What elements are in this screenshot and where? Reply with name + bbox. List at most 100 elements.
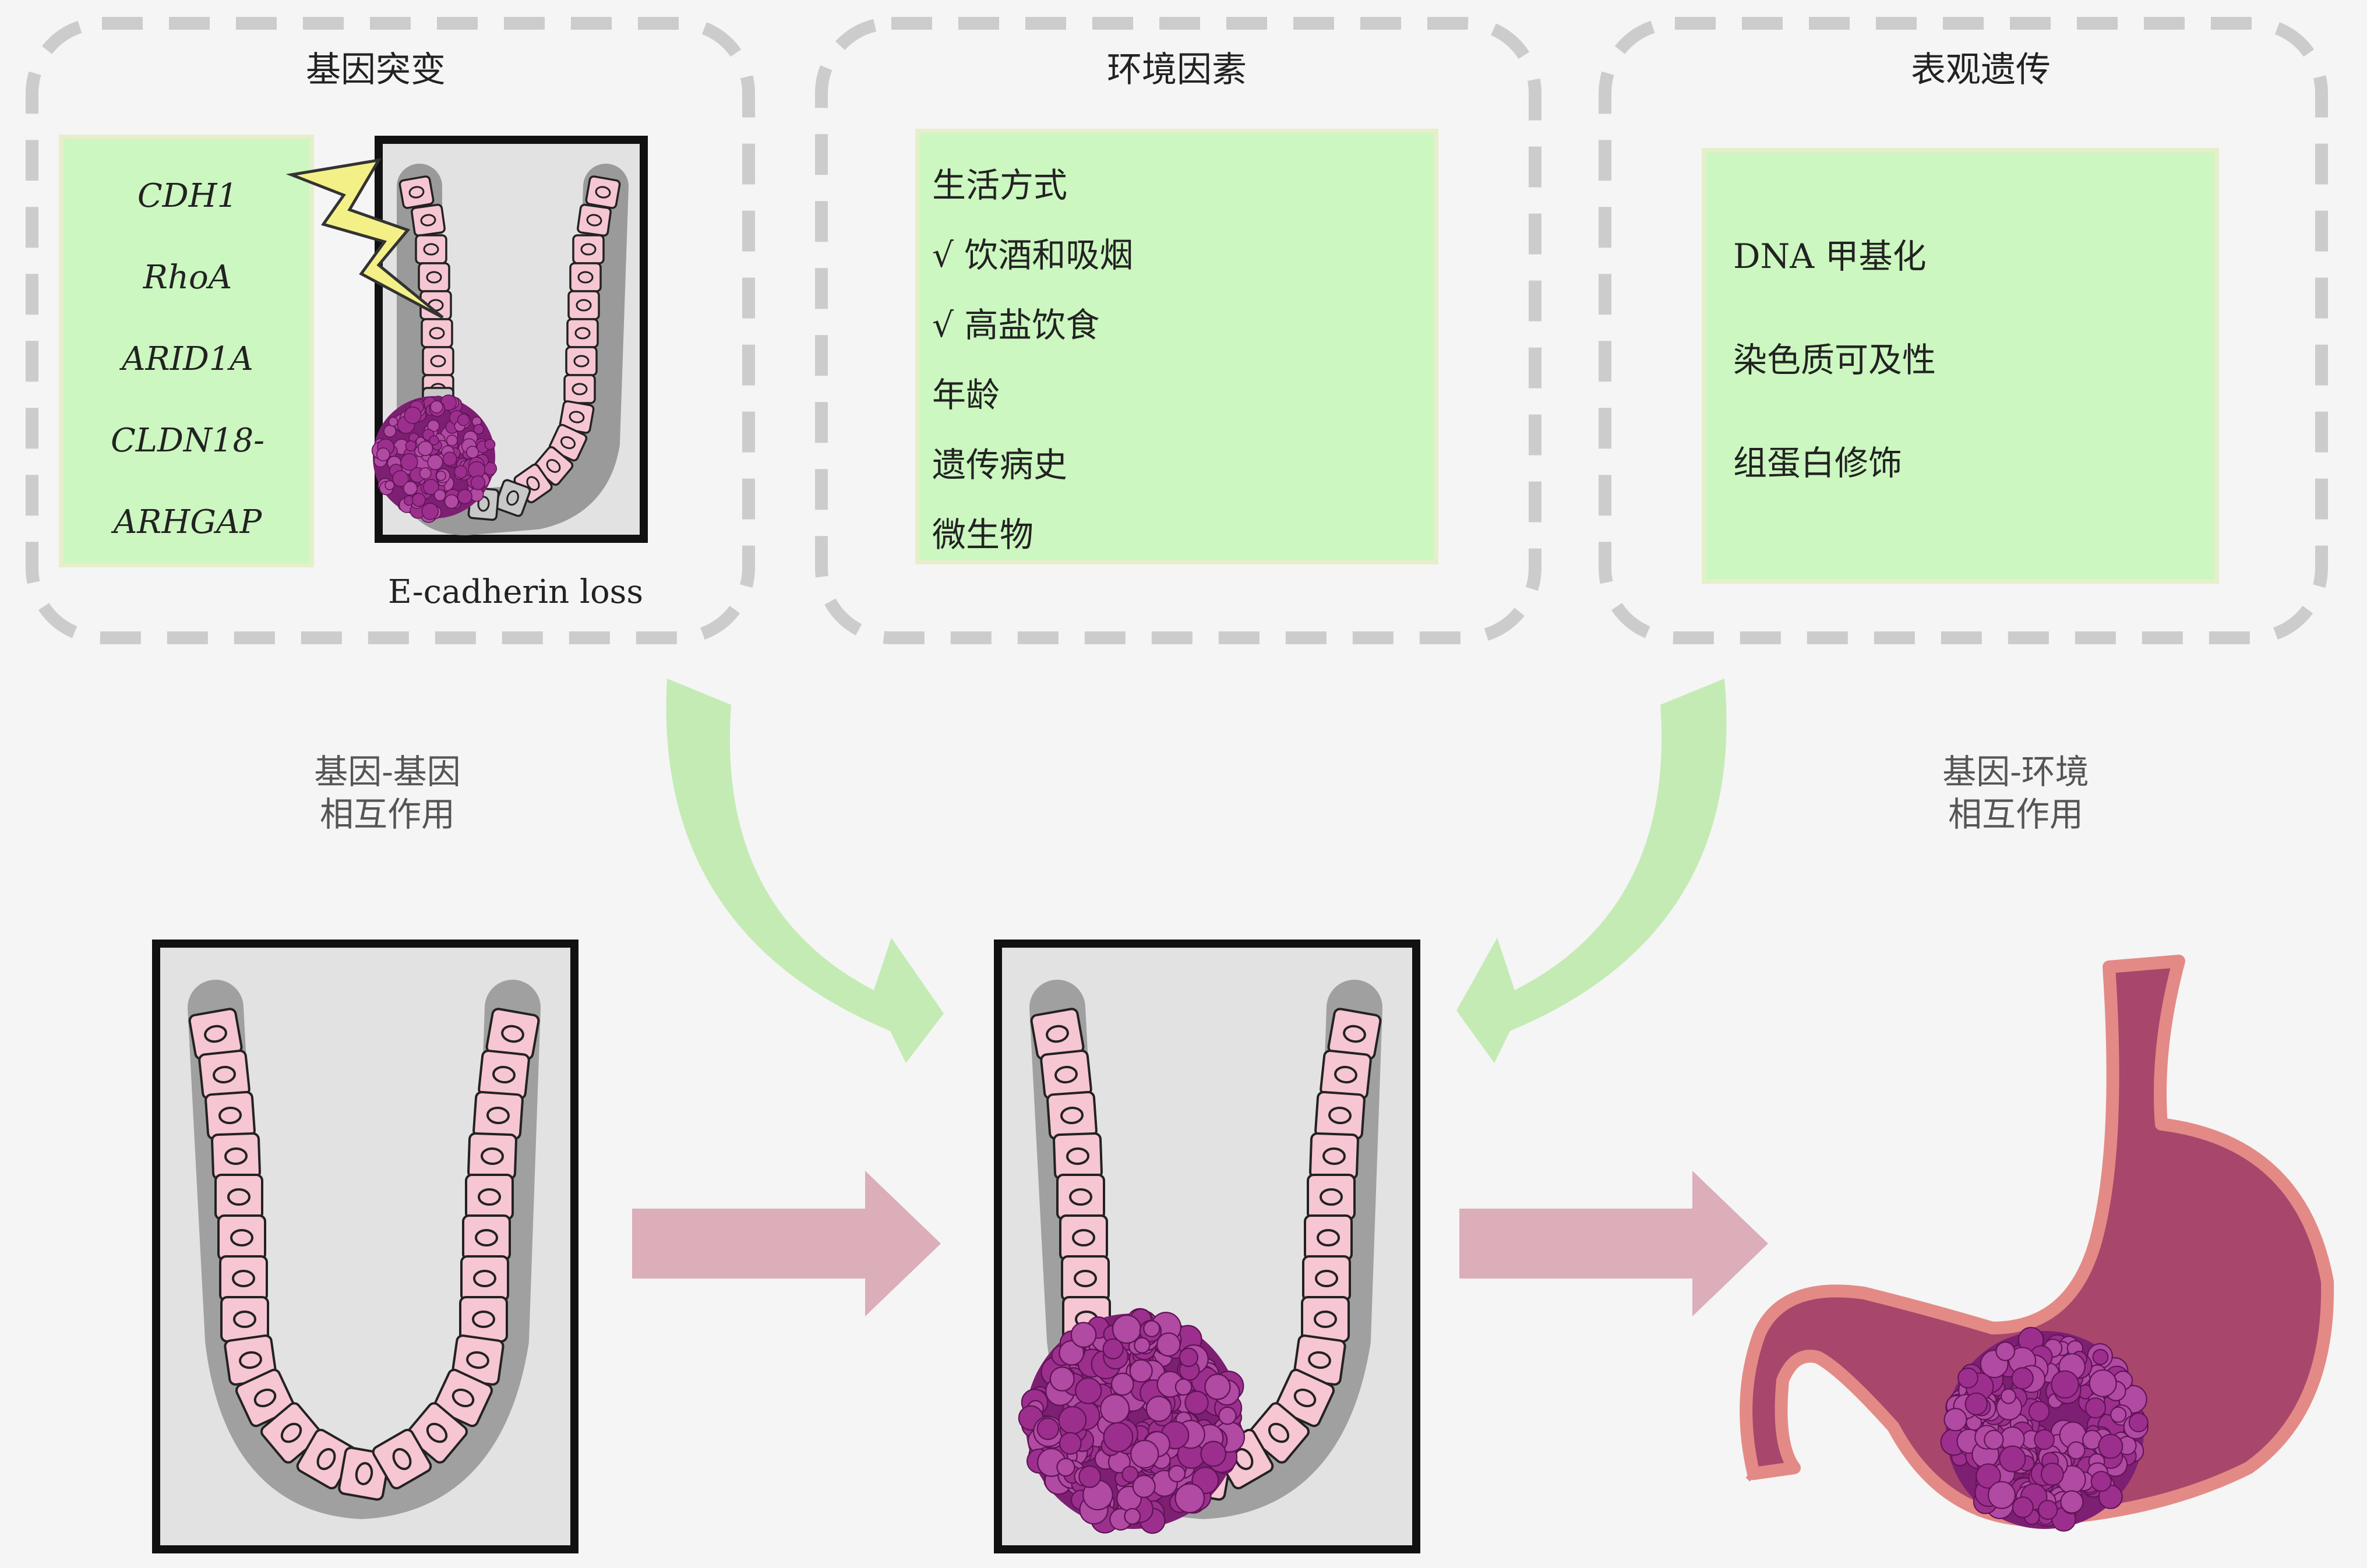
tumor-cell (429, 435, 439, 446)
crypt-cell (1054, 1133, 1102, 1179)
crypt-cell (459, 1296, 508, 1343)
crypt-cell (460, 1255, 509, 1302)
tumor-cell (2110, 1406, 2127, 1423)
tumor-cell (2034, 1429, 2055, 1450)
crypt-cell (1307, 1174, 1356, 1220)
crypt-cell (1061, 1255, 1110, 1302)
crypt-cell (422, 346, 454, 376)
tumor-cell (457, 489, 472, 504)
tumor-cell (1130, 1439, 1159, 1469)
tumor-cell (2012, 1496, 2034, 1518)
environment-panel (815, 17, 1541, 644)
crypt-cell (415, 234, 447, 264)
gene-cdh1: CDH1 (137, 177, 238, 215)
tumor-cell (1984, 1429, 2004, 1450)
tumor-cell (1999, 1445, 2026, 1472)
stomach-illustration (1740, 955, 2334, 1527)
tumor-cell (433, 489, 446, 502)
environment-title: 环境因素 (1107, 50, 1247, 90)
gene-rhoa: RhoA (143, 259, 232, 296)
crypt-cell (565, 346, 598, 376)
mutation-title: 基因突变 (306, 50, 446, 90)
tumor-cell (1102, 1338, 1124, 1359)
arrow-tumor-to-stomach (1459, 1171, 1768, 1316)
tumor-cell (2067, 1441, 2086, 1460)
crypt-cell (572, 234, 605, 264)
tumor-cell (2128, 1412, 2149, 1432)
tumor-cell (2011, 1367, 2034, 1390)
tumor-cell (1129, 1359, 1153, 1383)
tumor-cell (1058, 1405, 1087, 1435)
tumor-cell (2051, 1370, 2079, 1399)
tumor-cell (1174, 1483, 1205, 1514)
tumor-cell (1218, 1406, 1237, 1425)
tumor-cell (388, 416, 398, 427)
tumor-cell (427, 419, 440, 432)
tumor-cell (2084, 1397, 2107, 1419)
tumor-cell (411, 493, 426, 507)
crypt-cell (212, 1133, 260, 1179)
crypt-cell (569, 262, 602, 292)
tumor-cell (1987, 1481, 2016, 1509)
small-tumor (371, 394, 498, 523)
tumor-cell (2028, 1400, 2050, 1422)
gene-list-box (59, 135, 314, 567)
tumor-cell (473, 423, 484, 435)
crypt-cell (584, 175, 622, 210)
tumor-cell (1121, 1465, 1139, 1483)
crypt-cell (468, 1133, 517, 1179)
tumor-cell (436, 471, 446, 481)
tumor-cell (1174, 1378, 1193, 1396)
tumor-cell (1964, 1392, 1988, 1416)
tumor-cell (421, 503, 439, 520)
tumor-cell (484, 439, 496, 450)
tumor-cell (1059, 1432, 1082, 1455)
tumor-cell (444, 494, 459, 509)
gene-gene-label-line2: 相互作用 (320, 794, 455, 834)
stomach-tumor (1940, 1327, 2149, 1532)
tumor-cell (1103, 1422, 1134, 1453)
crypt-cell (1301, 1296, 1350, 1343)
tumor-cell (1056, 1457, 1075, 1477)
crypt-cell (1046, 1090, 1098, 1140)
tumor-cell (2060, 1490, 2084, 1514)
tumor-cell (1070, 1322, 1097, 1348)
tumor-cell (427, 454, 443, 471)
gene-arid1a: ARID1A (119, 340, 253, 378)
env-item-high-salt: √ 高盐饮食 (932, 305, 1099, 345)
tumor-cell (2040, 1463, 2064, 1486)
tumor-cell (1075, 1377, 1102, 1404)
tumor-cell (419, 467, 432, 480)
tumor-cell (1184, 1390, 1209, 1415)
gene-env-label-line1: 基因-环境 (1942, 752, 2089, 792)
crypt-cell (1056, 1174, 1105, 1220)
tumor-cell (1200, 1440, 1227, 1467)
gene-arhgap: ARHGAP (111, 503, 263, 541)
tumor-cell (1179, 1347, 1198, 1367)
env-item-age: 年龄 (932, 375, 1000, 415)
env-item-microbes: 微生物 (932, 515, 1033, 555)
tumor-cell (1110, 1372, 1134, 1396)
ecadherin-caption: E-cadherin loss (388, 573, 643, 611)
crypt-cell (566, 318, 599, 348)
tumor-cell (403, 481, 418, 496)
tumor-cell (423, 479, 439, 495)
tumor-cell (442, 451, 457, 467)
tumor-cell (1204, 1373, 1231, 1400)
tumor-cell (2001, 1388, 2016, 1404)
tumor-cell (1145, 1396, 1172, 1422)
environment-list-box (915, 129, 1438, 564)
crypt-cell (1059, 1214, 1108, 1261)
env-item-family-history: 遗传病史 (932, 445, 1067, 485)
tumor-cell (1143, 1320, 1160, 1337)
crypt-cell (472, 1090, 524, 1140)
tumor-cell (1976, 1463, 2001, 1489)
crypt-cell (204, 1090, 256, 1140)
crypt-tumor (1018, 1308, 1246, 1534)
crypt-cell (1314, 1090, 1366, 1140)
env-item-alcohol-smoking: √ 饮酒和吸烟 (932, 235, 1133, 275)
epigenetics-panel (1599, 17, 2328, 644)
crypt-cell (1304, 1214, 1353, 1261)
tumor-cell (2090, 1471, 2112, 1492)
crypt-cell (217, 1214, 266, 1261)
